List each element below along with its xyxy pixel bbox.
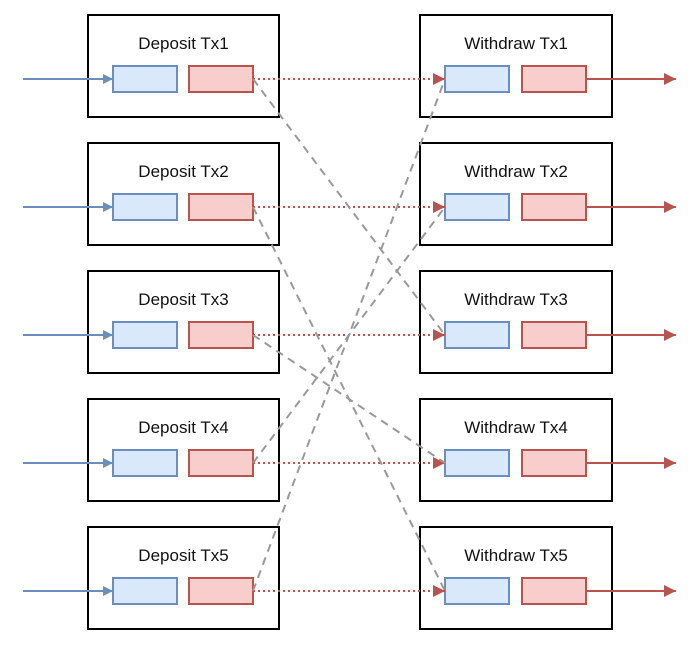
deposit-label: Deposit Tx1 [138, 34, 228, 53]
deposit-tx-4: Deposit Tx4 [87, 398, 280, 502]
withdraw-tx-2: Withdraw Tx2 [419, 142, 613, 246]
output-slot [521, 193, 587, 221]
dashed-link [252, 78, 446, 592]
withdraw-label: Withdraw Tx5 [464, 546, 568, 565]
dashed-link [252, 334, 446, 464]
withdraw-tx-3: Withdraw Tx3 [419, 270, 613, 374]
deposit-label: Deposit Tx2 [138, 162, 228, 181]
input-slot [444, 577, 510, 605]
input-slot [444, 193, 510, 221]
input-slot [444, 65, 510, 93]
output-slot [521, 577, 587, 605]
withdraw-tx-1: Withdraw Tx1 [419, 14, 613, 118]
input-slot [112, 321, 178, 349]
withdraw-label: Withdraw Tx4 [464, 418, 568, 437]
withdraw-tx-5: Withdraw Tx5 [419, 526, 613, 630]
output-slot [188, 193, 254, 221]
deposit-label: Deposit Tx5 [138, 546, 228, 565]
deposit-label: Deposit Tx3 [138, 290, 228, 309]
output-slot [188, 449, 254, 477]
output-slot [521, 321, 587, 349]
input-slot [112, 577, 178, 605]
input-slot [112, 65, 178, 93]
output-slot [521, 449, 587, 477]
output-slot [188, 65, 254, 93]
deposit-tx-5: Deposit Tx5 [87, 526, 280, 630]
withdraw-label: Withdraw Tx3 [464, 290, 568, 309]
dashed-link [252, 78, 446, 336]
deposit-tx-2: Deposit Tx2 [87, 142, 280, 246]
withdraw-label: Withdraw Tx1 [464, 34, 568, 53]
input-slot [112, 449, 178, 477]
input-slot [444, 321, 510, 349]
output-slot [188, 321, 254, 349]
output-slot [188, 577, 254, 605]
output-slot [521, 65, 587, 93]
input-slot [444, 449, 510, 477]
input-slot [112, 193, 178, 221]
deposit-tx-3: Deposit Tx3 [87, 270, 280, 374]
deposit-tx-1: Deposit Tx1 [87, 14, 280, 118]
withdraw-tx-4: Withdraw Tx4 [419, 398, 613, 502]
deposit-label: Deposit Tx4 [138, 418, 228, 437]
withdraw-label: Withdraw Tx2 [464, 162, 568, 181]
